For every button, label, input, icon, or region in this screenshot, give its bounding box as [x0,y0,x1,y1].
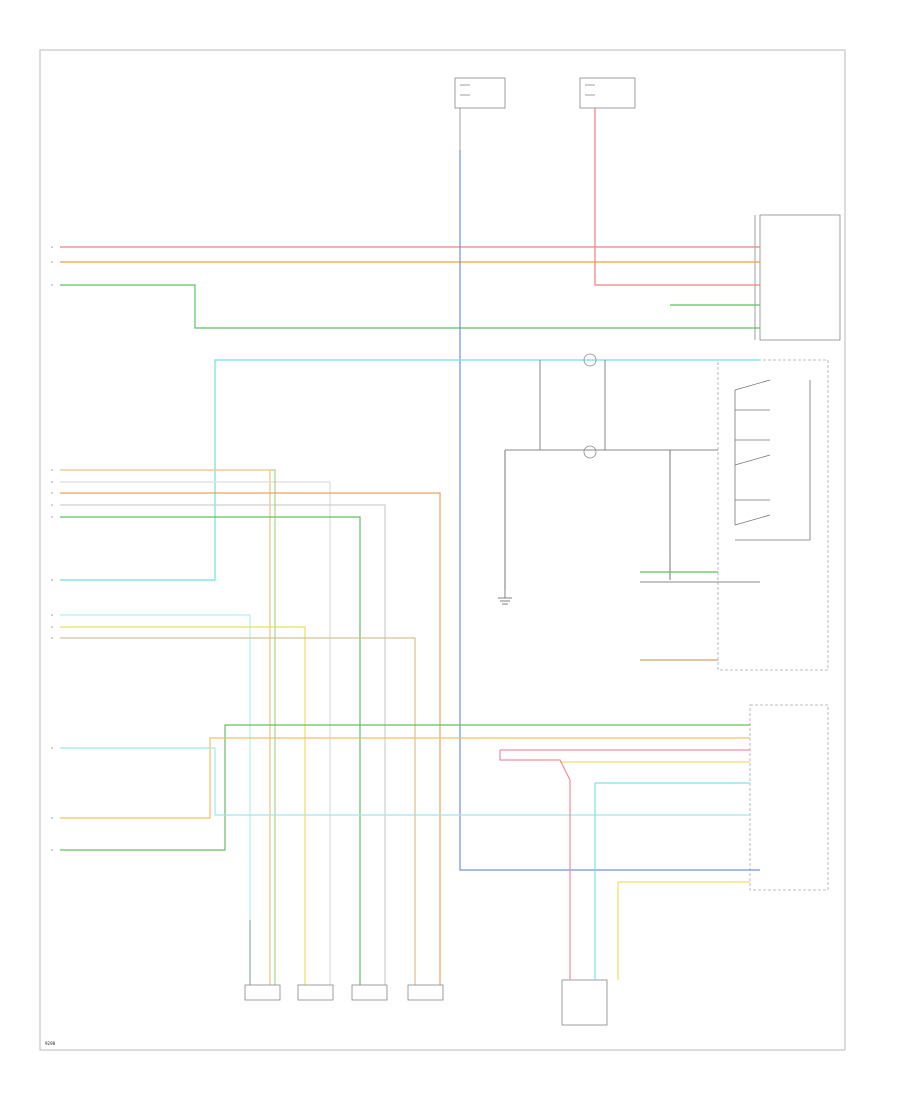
wire-cyan-lower [60,747,750,816]
wire-pink-speaker [60,469,271,985]
lamp-icon-top [583,353,597,367]
wire-orange-lower [60,737,750,819]
wire-tan-second [60,637,416,985]
speaker-right-front [351,984,388,1001]
speaker-left-front [244,920,281,1001]
left-pin-ticks [51,246,53,851]
wire-green-lower [60,724,750,851]
wire-green-top [60,284,760,329]
wire-gray-speaker [60,504,386,985]
switch-contacts [734,379,811,541]
wire-yellow-second [60,626,306,985]
amp-connector-box [759,214,841,341]
speaker-right-rear [407,984,444,1001]
fuse-block-right [579,77,636,150]
diagram-frame [39,49,846,1051]
lamp-icon-mid [583,445,597,459]
wire-blue-vertical [459,150,760,871]
wire-green-speaker-2 [270,469,276,985]
wire-lightgray-speaker [60,481,331,985]
wire-cyan-second [60,614,251,985]
wire-green-speaker [60,516,361,985]
wire-pink-fuse [594,108,760,286]
ground-icon [498,590,512,605]
wire-orange-speaker [60,492,441,985]
wire-pink-rear [499,750,571,980]
rear-control-switch-box [561,979,608,1026]
rear-control-connector-box [749,704,829,891]
footer-code: 9298 [45,1041,56,1046]
audio-switch-box [717,359,829,671]
fuse-block-left [454,77,506,150]
speaker-left-rear [297,984,334,1001]
